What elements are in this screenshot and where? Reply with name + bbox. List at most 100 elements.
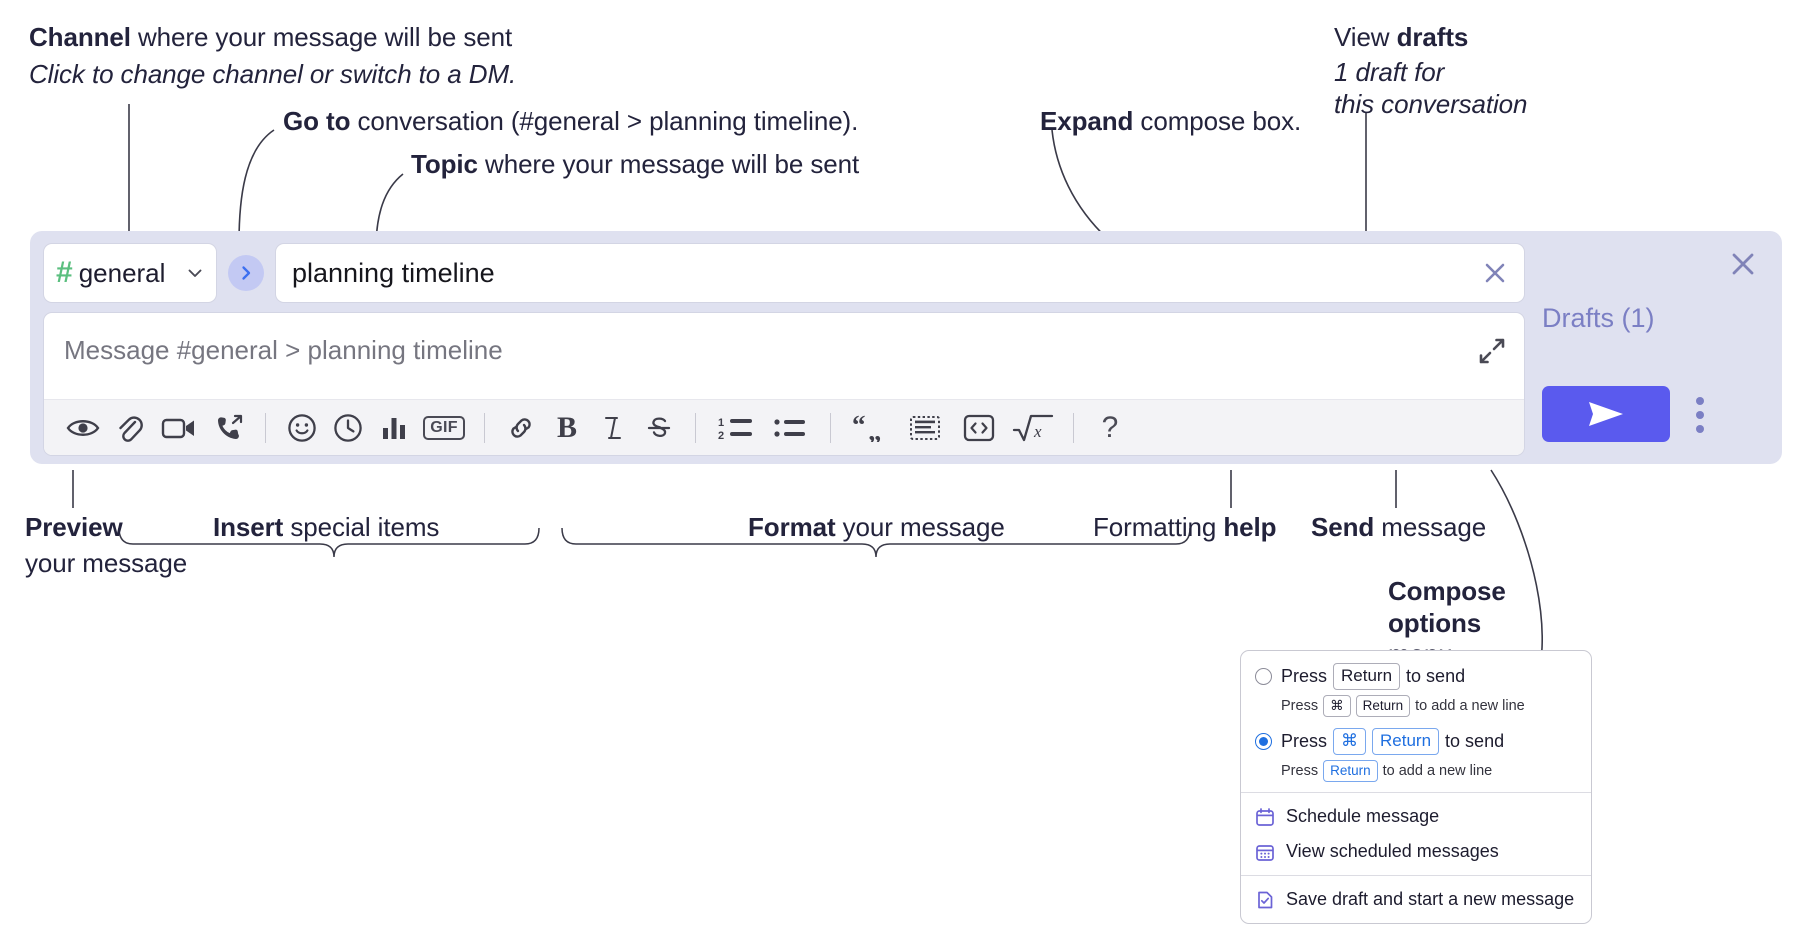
video-icon[interactable]	[152, 405, 206, 451]
annotation-format-bold: Format	[748, 512, 836, 542]
italic-icon[interactable]	[590, 405, 636, 451]
toolbar-divider	[695, 412, 696, 443]
key-command: ⌘	[1323, 694, 1351, 718]
math-icon[interactable]: x	[1006, 405, 1060, 451]
menu-item-schedule-message[interactable]: Schedule message	[1241, 799, 1591, 834]
toolbar-divider	[830, 412, 831, 443]
svg-text:2: 2	[718, 430, 724, 442]
option-sub-prefix: Press	[1281, 698, 1319, 715]
radio-unselected[interactable]	[1255, 667, 1272, 685]
annotation-send-rest: message	[1374, 512, 1487, 542]
emoji-icon[interactable]	[279, 405, 325, 451]
code-icon[interactable]	[952, 405, 1006, 451]
channel-name-label: general	[78, 257, 166, 288]
audio-call-icon[interactable]	[206, 405, 252, 451]
kebab-dot	[1696, 411, 1704, 419]
close-icon[interactable]	[1726, 247, 1760, 281]
annotation-formatting-help: Formatting help	[1093, 512, 1393, 544]
composer-destination-row: # general planning timeline	[44, 244, 1524, 302]
annotation-send: Send message	[1311, 512, 1571, 544]
calendar-grid-icon	[1255, 842, 1275, 862]
toolbar-divider	[484, 412, 485, 443]
topic-value: planning timeline	[292, 257, 495, 288]
annotation-expand-bold: Expand	[1040, 106, 1134, 136]
annotation-goto-rest: conversation (#general > planning timeli…	[350, 106, 859, 136]
bullet-list-icon[interactable]	[763, 405, 817, 451]
composer-actions-pane: Drafts (1)	[1524, 231, 1782, 464]
clock-icon[interactable]	[325, 405, 371, 451]
annotation-expand-rest: compose box.	[1133, 106, 1302, 136]
annotation-topic: Topic where your message will be sent	[411, 149, 1011, 181]
blockquote-icon[interactable]: “„	[844, 405, 898, 451]
key-return: Return	[1355, 694, 1411, 718]
formatting-toolbar: GIF B	[44, 399, 1524, 455]
annotation-drafts-bold: drafts	[1396, 22, 1469, 52]
send-option-cmd-return[interactable]: Press ⌘ Return to send Press Return to a…	[1255, 728, 1577, 783]
close-icon[interactable]	[1480, 258, 1510, 288]
menu-divider	[1241, 875, 1591, 877]
svg-text:„: „	[868, 416, 882, 442]
send-icon	[1583, 397, 1629, 431]
option-prefix: Press	[1281, 731, 1328, 752]
svg-text:x: x	[1033, 422, 1042, 441]
annotation-channel-bold: Channel	[29, 22, 131, 52]
strikethrough-icon[interactable]	[636, 405, 682, 451]
compose-options-dropdown: Press Return to send Press ⌘ Return to a…	[1240, 650, 1592, 925]
bold-icon[interactable]: B	[556, 410, 577, 444]
menu-item-label: Save draft and start a new message	[1286, 889, 1575, 910]
annotation-topic-bold: Topic	[411, 149, 478, 179]
send-option-return[interactable]: Press Return to send Press ⌘ Return to a…	[1255, 663, 1577, 718]
go-to-conversation-button[interactable]	[228, 255, 264, 291]
menu-item-view-scheduled-messages[interactable]: View scheduled messages	[1241, 834, 1591, 869]
option-sub-prefix: Press	[1281, 763, 1319, 780]
kebab-dot	[1696, 425, 1704, 433]
annotation-drafts-prefix: View	[1334, 22, 1397, 52]
annotation-preview-bold: Preview	[25, 512, 123, 542]
annotation-channel-italic: Click to change channel or switch to a D…	[29, 58, 517, 89]
option-sub-suffix: to add a new line	[1415, 698, 1525, 715]
option-sub-suffix: to add a new line	[1382, 763, 1493, 780]
channel-selector[interactable]: # general	[44, 244, 216, 302]
svg-text:1: 1	[718, 417, 724, 429]
attachment-icon[interactable]	[106, 405, 152, 451]
menu-item-label: View scheduled messages	[1286, 841, 1499, 862]
expand-icon[interactable]	[1478, 337, 1506, 365]
annotation-help-bold: help	[1223, 512, 1277, 542]
formatting-help-icon[interactable]: ?	[1101, 410, 1119, 444]
menu-draft-group: Save draft and start a new message	[1241, 876, 1591, 923]
chevron-down-icon	[186, 264, 204, 282]
gif-icon[interactable]: GIF	[417, 405, 471, 451]
annotation-send-bold: Send	[1311, 512, 1375, 542]
radio-selected[interactable]	[1255, 733, 1272, 751]
calendar-icon	[1255, 807, 1275, 827]
menu-schedule-group: Schedule message View scheduled messages	[1241, 793, 1591, 875]
send-button[interactable]	[1542, 386, 1670, 442]
key-return: Return	[1323, 760, 1378, 783]
annotation-compose-bold2: options	[1388, 607, 1482, 638]
option-suffix: to send	[1445, 731, 1505, 752]
chevron-right-icon	[237, 264, 255, 282]
message-textarea[interactable]: Message #general > planning timeline	[44, 313, 1524, 399]
menu-item-label: Schedule message	[1286, 806, 1440, 827]
poll-icon[interactable]	[371, 405, 417, 451]
preview-icon[interactable]	[60, 405, 106, 451]
menu-item-save-draft[interactable]: Save draft and start a new message	[1241, 882, 1591, 917]
topic-input[interactable]: planning timeline	[276, 244, 1524, 302]
annotation-preview-rest: your message	[25, 547, 188, 578]
toolbar-divider	[1073, 412, 1074, 443]
option-suffix: to send	[1406, 665, 1466, 686]
annotation-compose-bold1: Compose	[1388, 576, 1506, 606]
message-placeholder: Message #general > planning timeline	[64, 335, 503, 365]
annotation-drafts-italic1: 1 draft for	[1334, 56, 1445, 87]
drafts-link[interactable]: Drafts (1)	[1542, 303, 1655, 333]
compose-options-menu-button[interactable]	[1696, 397, 1704, 439]
annotation-drafts: View drafts 1 draft for this conversatio…	[1334, 22, 1634, 121]
code-block-icon[interactable]	[898, 405, 952, 451]
annotation-insert-rest: special items	[283, 512, 440, 542]
annotation-format-rest: your message	[835, 512, 1005, 542]
link-icon[interactable]	[498, 405, 544, 451]
annotation-topic-rest: where your message will be sent	[477, 149, 860, 179]
annotation-channel: Channel where your message will be sent …	[29, 22, 569, 90]
